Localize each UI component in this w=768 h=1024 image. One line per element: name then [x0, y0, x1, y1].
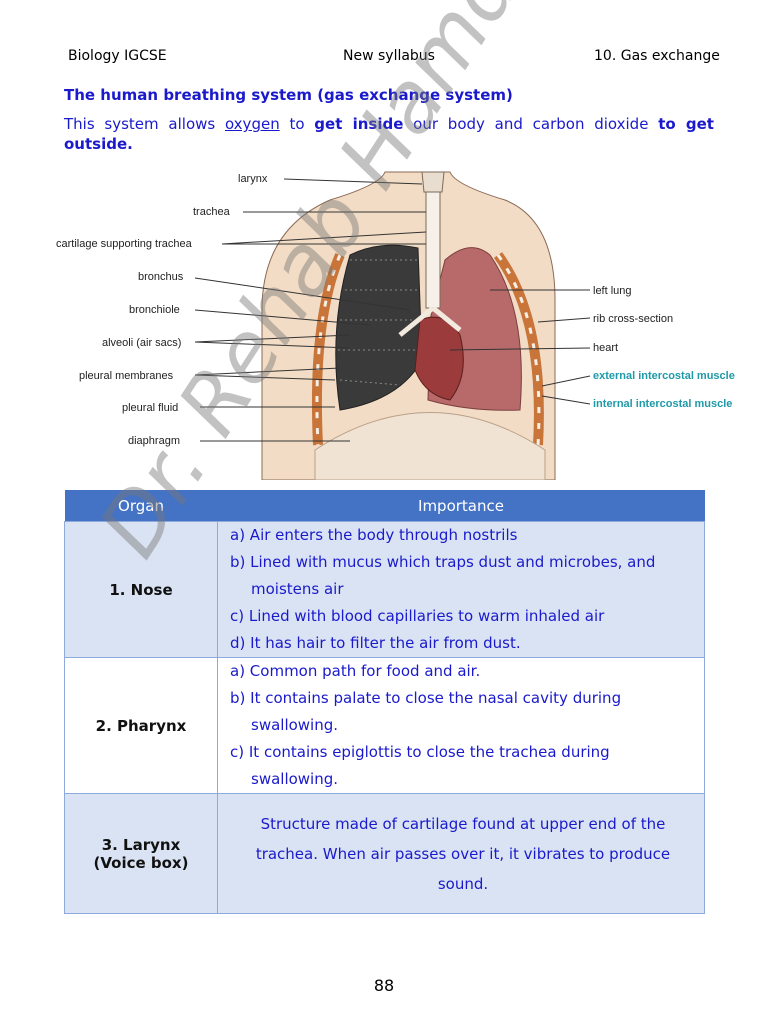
pharynx-point: a) Common path for food and air. [230, 662, 481, 680]
label-trachea: trachea [193, 206, 231, 218]
larynx-shape [421, 171, 445, 193]
header-subject: Biology IGCSE [68, 48, 167, 64]
organ-larynx-name: 3. Larynx [101, 835, 181, 854]
line-alveoli-1 [194, 334, 351, 343]
importance-pharynx: a) Common path for food and air. b) It c… [217, 657, 705, 794]
intro-oxygen: oxygen [224, 115, 280, 133]
line-internal-intercostal [541, 395, 591, 405]
intro-paragraph: This system allows oxygen to get inside … [64, 114, 714, 154]
page-number: 88 [373, 976, 395, 995]
label-alveoli: alveoli (air sacs) [102, 337, 181, 349]
intro-text-3: our body and carbon dioxide [403, 115, 659, 133]
label-larynx: larynx [238, 173, 268, 185]
organ-pharynx: 2. Pharynx [64, 657, 218, 794]
line-rib [537, 317, 591, 323]
line-bronchiole [194, 309, 371, 326]
label-heart: heart [593, 342, 618, 354]
pharynx-point: b) It contains palate to close the nasal… [230, 689, 622, 734]
pharynx-point: c) It contains epiglottis to close the t… [230, 743, 610, 788]
breathing-system-diagram: larynx trachea cartilage supporting trac… [56, 171, 735, 480]
left-intercostal-muscles [311, 253, 345, 446]
nose-point: b) Lined with mucus which traps dust and… [230, 553, 656, 598]
trachea-tube [425, 177, 441, 309]
intro-text-1: This system allows [64, 115, 225, 133]
label-pleural-fluid: pleural fluid [122, 402, 178, 414]
header-chapter: 10. Gas exchange [594, 48, 720, 64]
line-larynx [283, 178, 423, 185]
line-cartilage-1 [221, 231, 427, 245]
nose-point: a) Air enters the body through nostrils [230, 526, 518, 544]
cut-lung-texture [338, 259, 420, 386]
organs-table: Organ Importance 1. Nose a) Air enters t… [64, 490, 705, 914]
intro-get-inside: get inside [314, 115, 404, 133]
bronchi [398, 306, 462, 337]
line-heart [449, 347, 591, 351]
right-intercostal-muscles [493, 252, 544, 446]
intro-to-get-outside: to get outside. [64, 115, 714, 153]
label-left-lung: left lung [593, 285, 632, 297]
label-bronchus: bronchus [138, 271, 184, 283]
importance-larynx: Structure made of cartilage found at upp… [217, 793, 705, 914]
label-internal-intercostal: internal intercostal muscle [593, 398, 732, 410]
importance-nose: a) Air enters the body through nostrils … [217, 521, 705, 658]
line-bronchus [194, 277, 411, 311]
line-pleural-membranes-2 [194, 374, 336, 381]
line-alveoli-2 [194, 341, 351, 349]
nose-point: d) It has hair to filter the air from du… [230, 634, 521, 652]
header-syllabus: New syllabus [343, 48, 435, 64]
diaphragm-shape [314, 412, 546, 480]
table-row-nose: 1. Nose a) Air enters the body through n… [64, 521, 705, 658]
table-row-larynx: 3. Larynx (Voice box) Structure made of … [64, 793, 705, 914]
line-pleural-membranes-1 [194, 367, 341, 376]
table-header-row: Organ Importance [64, 490, 705, 522]
header-organ: Organ [64, 490, 218, 522]
intro-text-2: to [279, 115, 315, 133]
larynx-description: Structure made of cartilage found at upp… [255, 814, 671, 893]
section-title: The human breathing system (gas exchange… [64, 86, 513, 104]
table-row-pharynx: 2. Pharynx a) Common path for food and a… [64, 657, 705, 794]
organ-larynx: 3. Larynx (Voice box) [64, 793, 218, 914]
nose-point: c) Lined with blood capillaries to warm … [230, 607, 605, 625]
organ-larynx-alt-name: (Voice box) [93, 853, 189, 872]
label-external-intercostal: external intercostal muscle [593, 370, 735, 382]
header-importance: Importance [217, 490, 705, 522]
cut-lung-alveoli [335, 244, 423, 411]
organ-nose: 1. Nose [64, 521, 218, 658]
label-pleural-membranes: pleural membranes [79, 370, 174, 382]
label-cartilage: cartilage supporting trachea [56, 238, 193, 250]
line-external-intercostal [541, 375, 591, 387]
label-bronchiole: bronchiole [129, 304, 180, 316]
label-diaphragm: diaphragm [128, 435, 180, 447]
label-rib-cross-section: rib cross-section [593, 313, 673, 325]
